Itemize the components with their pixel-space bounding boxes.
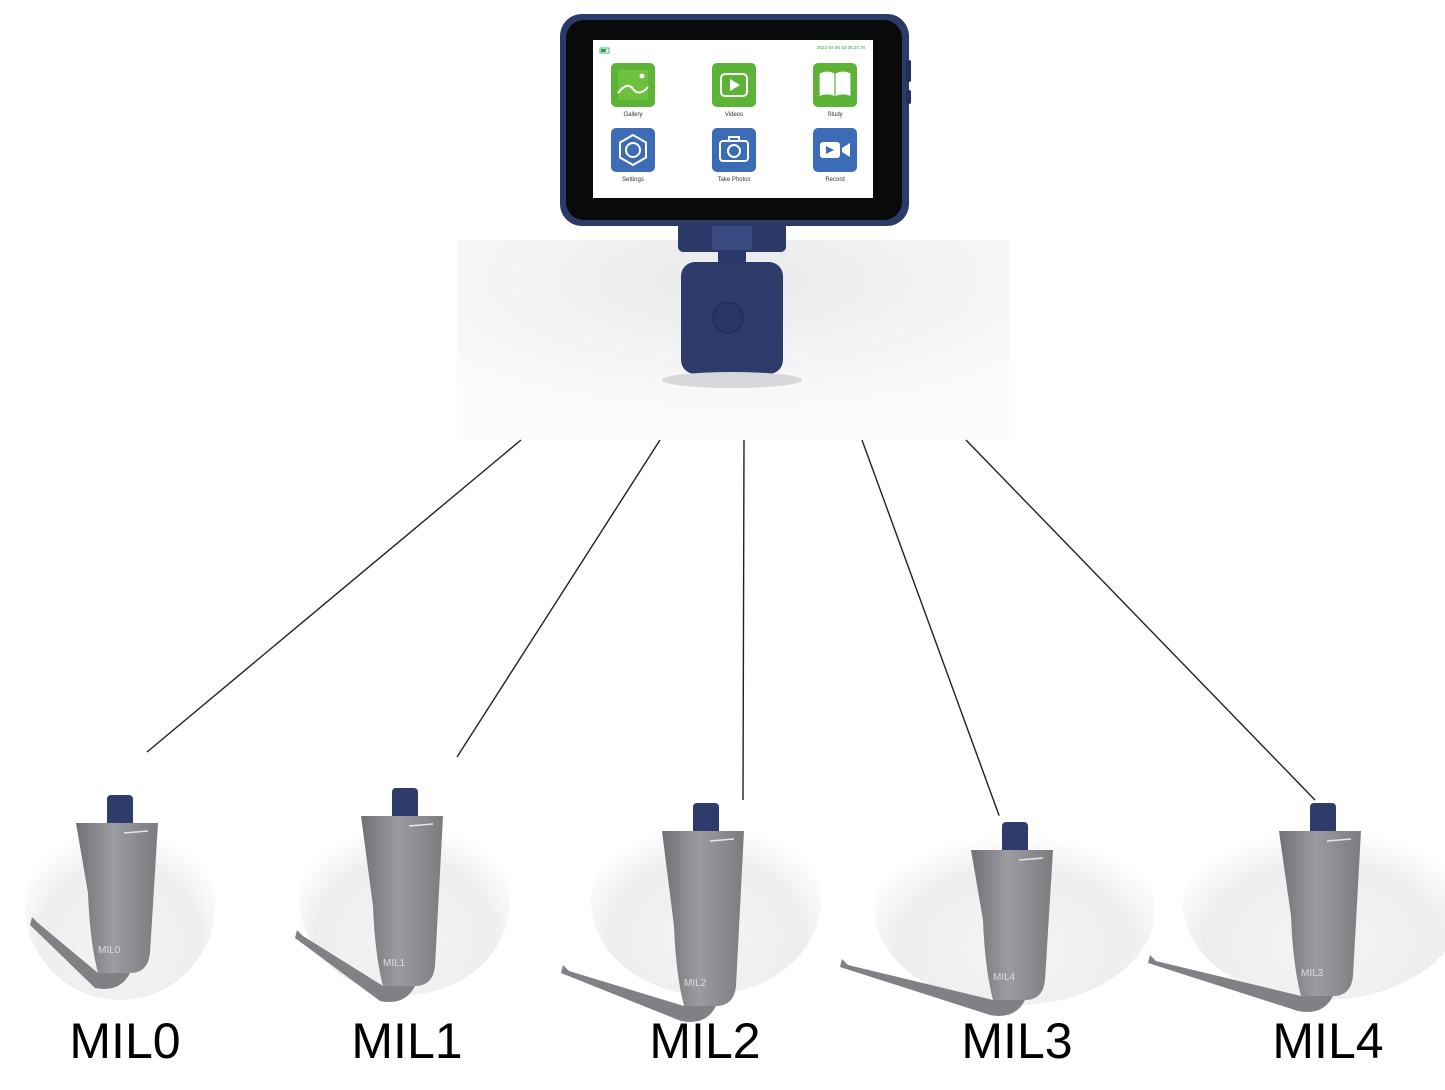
connector-line-mil1 bbox=[456, 439, 661, 758]
blade-lock-marking bbox=[1018, 857, 1044, 861]
connector-line-mil0 bbox=[146, 439, 522, 753]
app-label: Take Photos bbox=[717, 177, 750, 183]
status-time: 2022-04-06 10:35:24:78 bbox=[817, 45, 866, 50]
blade-label-mil4: MIL4 bbox=[1272, 1013, 1383, 1069]
blade-engraving: MIL2 bbox=[684, 978, 707, 989]
app-tile-bg bbox=[611, 128, 655, 172]
blade-lock-marking bbox=[709, 838, 735, 842]
app-tile-settings: Settings bbox=[611, 128, 655, 183]
blade-lock-marking bbox=[123, 830, 149, 834]
video-laryngoscope-device: 2022-04-06 10:35:24:78 Gallery Videos Stud… bbox=[560, 14, 911, 388]
gallery-icon bbox=[617, 70, 649, 100]
connector-line-mil2 bbox=[742, 439, 745, 801]
blade-engraving: MIL0 bbox=[98, 945, 121, 956]
app-label: Settings bbox=[622, 177, 644, 183]
blade-engraving: MIL1 bbox=[383, 958, 406, 969]
book-icon bbox=[818, 70, 852, 98]
blade-tongue bbox=[1148, 955, 1333, 1012]
app-tile-take-photos: Take Photos bbox=[712, 128, 756, 183]
connector-line-mil4 bbox=[965, 439, 1316, 801]
app-tile-record: Record bbox=[813, 128, 857, 183]
blade-connector-cap bbox=[1002, 822, 1028, 854]
monitor-side-button-2 bbox=[906, 90, 911, 104]
settings-icon bbox=[619, 133, 647, 167]
blade-lock-marking bbox=[408, 823, 434, 827]
connector-lines bbox=[146, 439, 1316, 819]
blade-engraving: MIL4 bbox=[993, 972, 1016, 983]
blade-connector-cap bbox=[1310, 803, 1336, 835]
blade-lock-marking bbox=[1326, 838, 1352, 842]
blade-tongue bbox=[561, 965, 716, 1022]
video-camera-icon bbox=[820, 142, 850, 158]
blade-handle bbox=[662, 831, 744, 1006]
blade-connector-cap bbox=[392, 788, 418, 820]
app-label: Videos bbox=[725, 112, 743, 118]
blade-label-mil1: MIL1 bbox=[351, 1013, 462, 1069]
app-tile-bg bbox=[712, 128, 756, 172]
blade-label-mil0: MIL0 bbox=[69, 1013, 180, 1069]
connector-line-mil3 bbox=[861, 439, 1001, 819]
blade-connector-cap bbox=[107, 795, 133, 827]
blade-handle bbox=[361, 816, 443, 986]
blade-connector-cap bbox=[693, 803, 719, 835]
blade-handle bbox=[1279, 831, 1361, 996]
power-button bbox=[712, 302, 744, 334]
blade-label-mil2: MIL2 bbox=[649, 1013, 760, 1069]
app-tile-gallery: Gallery bbox=[611, 63, 655, 118]
blade-tongue bbox=[30, 917, 130, 989]
blade-handle bbox=[971, 850, 1053, 1000]
app-tile-study: Study bbox=[813, 63, 857, 118]
app-label: Study bbox=[827, 112, 842, 118]
blade-tongue bbox=[295, 930, 415, 1002]
camera-icon bbox=[719, 136, 749, 162]
blade-handle bbox=[76, 823, 158, 973]
battery-icon bbox=[599, 47, 610, 54]
device-shadow bbox=[662, 372, 802, 388]
battery-level bbox=[601, 49, 606, 52]
blade-label-mil3: MIL3 bbox=[961, 1013, 1072, 1069]
blade-tongue bbox=[840, 959, 1025, 1016]
app-label: Record bbox=[825, 177, 844, 183]
app-tile-videos: Videos bbox=[712, 63, 756, 118]
play-icon bbox=[720, 73, 748, 97]
app-label: Gallery bbox=[623, 112, 642, 118]
monitor-side-button bbox=[906, 60, 911, 82]
blade-engraving: MIL3 bbox=[1301, 968, 1324, 979]
